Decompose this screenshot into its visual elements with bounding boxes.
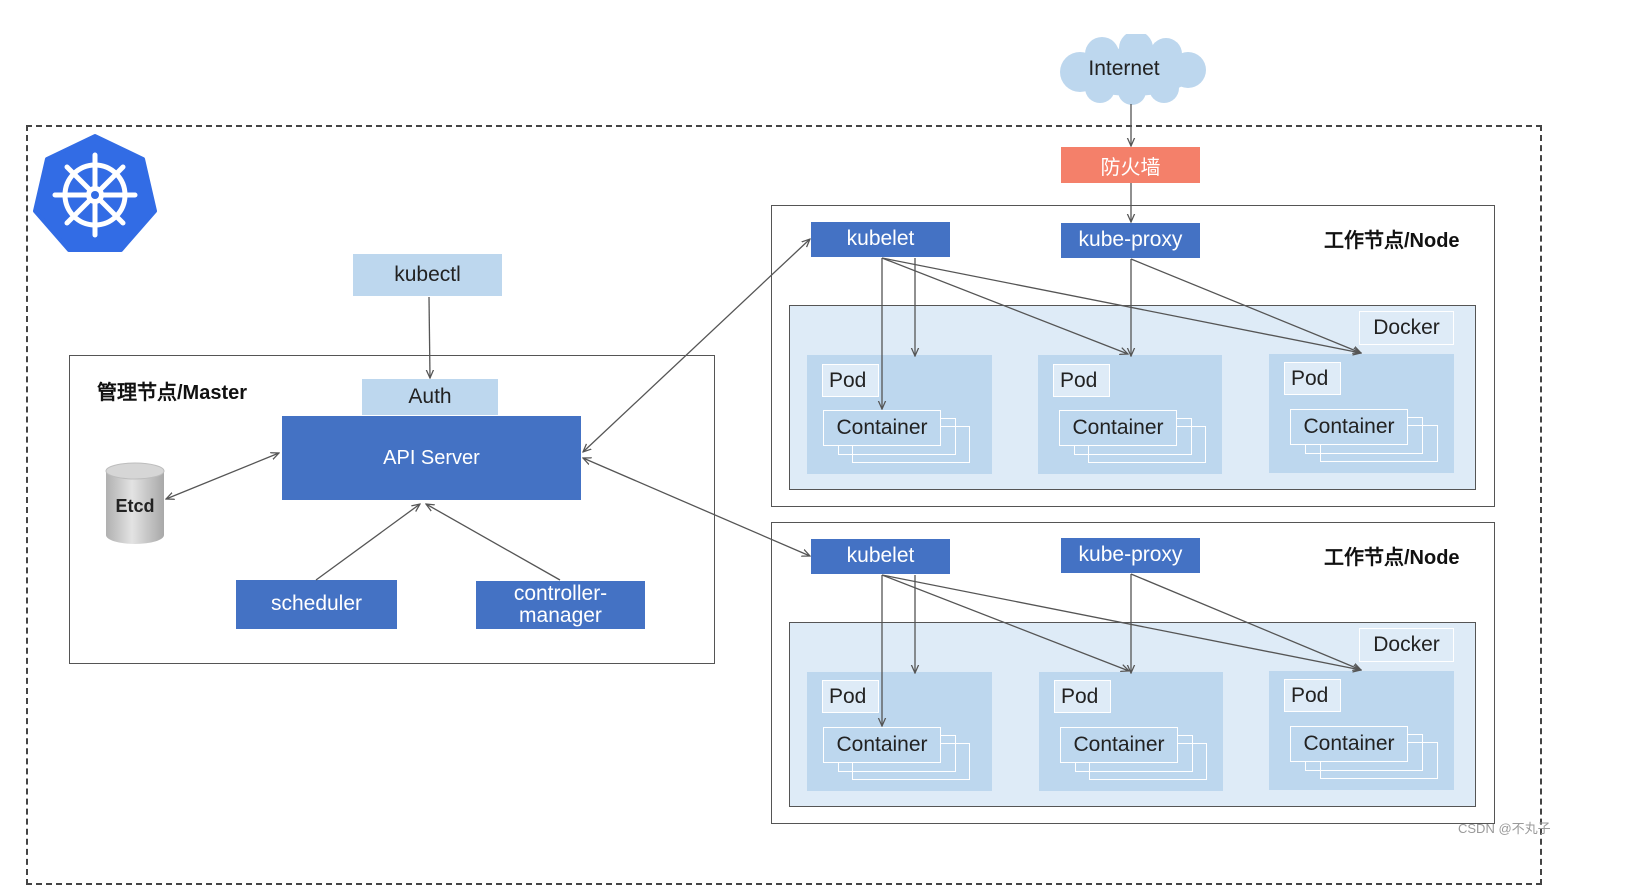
etcd-database-icon — [105, 462, 165, 544]
kubelet-2-box: kubelet — [811, 539, 950, 574]
auth-box: Auth — [362, 379, 498, 415]
pod-label-2-1: Pod — [822, 680, 879, 713]
kube-proxy-1-box: kube-proxy — [1061, 223, 1200, 258]
master-title: 管理节点/Master — [97, 382, 248, 404]
pod-label-2-3: Pod — [1284, 679, 1341, 712]
worker-node-2-title: 工作节点/Node — [1324, 547, 1460, 569]
watermark: CSDN @不丸子 — [1458, 821, 1551, 836]
worker-node-1-title: 工作节点/Node — [1324, 230, 1460, 252]
firewall-box: 防火墙 — [1061, 147, 1200, 183]
container-2-3: Container — [1290, 726, 1408, 762]
scheduler-box: scheduler — [236, 580, 397, 629]
pod-label-1-3: Pod — [1284, 362, 1341, 395]
kube-proxy-2-box: kube-proxy — [1061, 538, 1200, 573]
container-1-3: Container — [1290, 409, 1408, 445]
container-2-2: Container — [1060, 727, 1178, 763]
internet-cloud-icon — [1060, 34, 1206, 105]
pod-label-2-2: Pod — [1054, 680, 1111, 713]
internet-label: Internet — [1088, 57, 1160, 80]
kubernetes-logo-icon — [33, 134, 157, 252]
docker-label-1: Docker — [1359, 311, 1454, 345]
docker-label-2: Docker — [1359, 628, 1454, 662]
kubelet-1-box: kubelet — [811, 222, 950, 257]
etcd-label: Etcd — [115, 496, 155, 516]
kubectl-box: kubectl — [353, 254, 502, 296]
pod-label-1-2: Pod — [1053, 364, 1110, 397]
api-server-box: API Server — [282, 416, 581, 500]
pod-label-1-1: Pod — [822, 364, 879, 397]
controller-manager-box: controller- manager — [476, 581, 645, 629]
container-2-1: Container — [823, 727, 941, 763]
container-1-1: Container — [823, 410, 941, 446]
container-1-2: Container — [1059, 410, 1177, 446]
